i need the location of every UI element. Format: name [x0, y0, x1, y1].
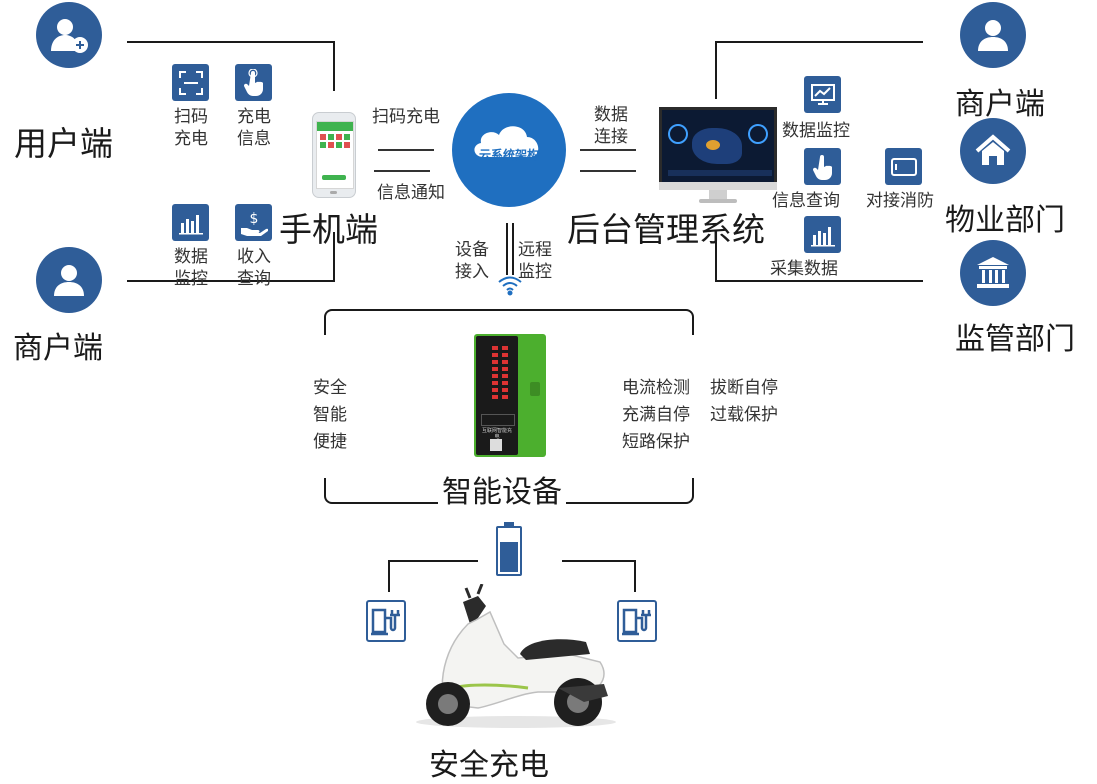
feature-connect-fire: 对接消防	[866, 191, 934, 211]
connector-line	[127, 280, 334, 282]
electric-scooter-image	[408, 583, 618, 732]
charging-station-image: 互联网智能充电	[474, 334, 546, 457]
government-building-icon	[960, 240, 1026, 306]
device-right-features-col2: 拔断自停 过载保护	[710, 378, 778, 425]
connector-line	[715, 280, 923, 282]
connector-line	[333, 41, 335, 91]
device-bracket-top	[324, 309, 694, 335]
merchant-user-icon	[960, 2, 1026, 68]
device-right-features-col1: 电流检测 充满自停 短路保护	[622, 378, 690, 452]
label-data-connect: 数据连接	[594, 105, 628, 147]
feature-info-query: 信息查询	[772, 191, 840, 211]
chart-icon	[172, 204, 209, 241]
phone-terminal-title: 手机端	[279, 210, 378, 249]
monitor-image	[659, 107, 777, 204]
cloud-system-badge: 云系统架构	[452, 93, 566, 207]
feature-scan-charge: 扫码充电	[174, 107, 208, 149]
property-department-title: 物业部门	[945, 203, 1065, 238]
smart-device-title: 智能设备	[438, 467, 566, 511]
merchant-user-icon	[36, 247, 102, 313]
connector-line	[127, 41, 334, 43]
merchant-terminal-left-title: 商户端	[13, 331, 103, 366]
scan-icon	[172, 64, 209, 101]
regulator-department-title: 监管部门	[955, 322, 1075, 357]
device-panel-text: 互联网智能充电	[481, 428, 512, 440]
charging-pile-icon	[366, 600, 406, 642]
connector-line	[715, 41, 717, 99]
safe-charging-title: 安全充电	[429, 748, 549, 783]
feature-data-monitor-left: 数据监控	[174, 247, 208, 289]
svg-text:$: $	[249, 211, 258, 227]
chart-icon	[804, 216, 841, 253]
tablet-icon	[885, 148, 922, 185]
connector-line	[388, 560, 390, 592]
connector-vertical	[512, 223, 514, 275]
label-scan-charge: 扫码充电	[372, 107, 440, 127]
feature-charge-info: 充电信息	[237, 107, 271, 149]
label-info-notice: 信息通知	[377, 183, 445, 203]
house-icon	[960, 118, 1026, 184]
smartphone-image	[312, 112, 356, 198]
wifi-icon	[496, 274, 524, 300]
battery-icon	[496, 522, 522, 576]
label-remote-monitor: 远程监控	[518, 240, 552, 282]
connector-line	[562, 560, 636, 562]
touch-icon	[804, 148, 841, 185]
arrow-from-backend	[580, 170, 636, 172]
label-device-access: 设备接入	[455, 240, 489, 282]
arrow-to-cloud	[378, 149, 434, 151]
feature-income-query: 收入查询	[237, 247, 271, 289]
touch-icon	[235, 64, 272, 101]
money-hand-icon: $	[235, 204, 272, 241]
connector-line	[715, 41, 923, 43]
connector-vertical	[506, 223, 508, 275]
feature-data-monitor: 数据监控	[782, 121, 850, 141]
user-terminal-title: 用户端	[14, 124, 113, 163]
device-left-features: 安全 智能 便捷	[313, 378, 347, 452]
connector-line	[634, 560, 636, 592]
arrow-from-cloud	[374, 170, 430, 172]
connector-line	[715, 232, 717, 282]
merchant-terminal-right-title: 商户端	[955, 87, 1045, 122]
arrow-to-backend	[580, 149, 636, 151]
charging-pile-icon	[617, 600, 657, 642]
feature-collect-data: 采集数据	[770, 259, 838, 279]
backend-system-title: 后台管理系统	[567, 210, 765, 249]
connector-line	[333, 232, 335, 282]
cloud-system-label: 云系统架构	[478, 147, 539, 162]
connector-line	[388, 560, 478, 562]
user-add-icon	[36, 2, 102, 68]
monitor-chart-icon	[804, 76, 841, 113]
